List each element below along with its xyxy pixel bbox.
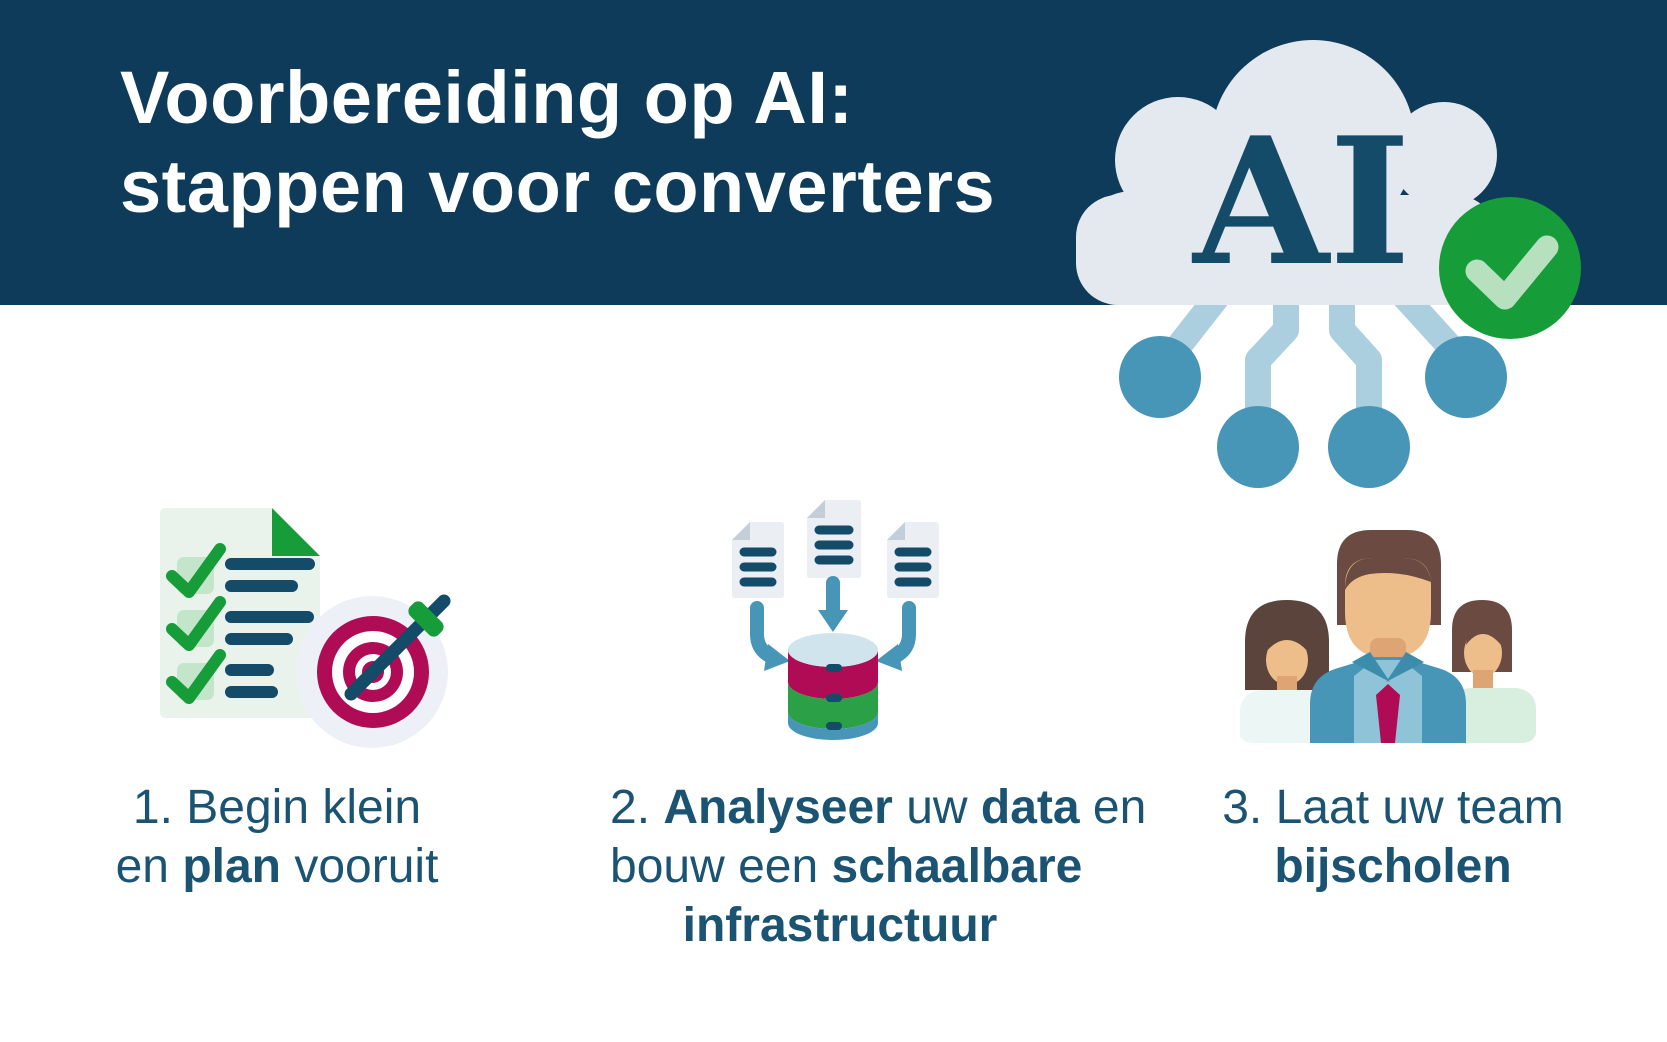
flow-arrowhead <box>764 644 790 671</box>
checkmark <box>166 596 226 651</box>
step-2-line-3: infrastructuur <box>610 896 1070 955</box>
caption-text-bold: schaalbare <box>831 840 1083 893</box>
paper-fold <box>272 508 320 556</box>
center-man-face <box>1345 558 1431 658</box>
center-man-fringe <box>1345 558 1431 590</box>
circuit-node <box>1425 336 1507 418</box>
center-man-collar <box>1386 652 1424 682</box>
cloud-bump <box>1391 102 1497 208</box>
cloud-bump <box>1115 97 1241 223</box>
check-badge-circle <box>1439 197 1581 339</box>
cloud-bump <box>1211 40 1415 244</box>
circuit-node <box>1217 406 1299 488</box>
step-2-line-2: bouw een schaalbare <box>610 837 1082 896</box>
database-dash <box>826 722 842 730</box>
right-man-fringe <box>1466 627 1501 645</box>
step-2-line-1: 2. Analyseer uw data en <box>610 778 1146 837</box>
document-fold <box>887 522 905 540</box>
checkmark <box>166 649 226 704</box>
flow-arrowhead <box>876 644 902 671</box>
cloud-body <box>1076 195 1497 305</box>
page-title-line1: Voorbereiding op AI: <box>120 56 854 139</box>
checklist-target-icon <box>160 508 451 748</box>
database-band-magenta <box>788 650 878 699</box>
caption-text-bold: data <box>980 781 1080 834</box>
step-3-caption: 3. Laat uw team bijscholen <box>1163 778 1623 896</box>
checkmark <box>1465 235 1559 310</box>
document-fold <box>807 500 825 518</box>
caption-text: vooruit <box>281 840 439 893</box>
document-lines <box>739 547 777 587</box>
team-icon <box>1240 530 1536 743</box>
caption-text: 1. Begin klein <box>132 781 422 834</box>
database-dash <box>826 694 842 702</box>
caption-text: 3. Laat uw team <box>1222 781 1564 834</box>
circuit-nodes-icon <box>1119 287 1507 488</box>
caption-text-bold: plan <box>182 840 281 893</box>
caption-text: 2. <box>610 781 664 834</box>
document-lines <box>894 547 932 587</box>
woman-face <box>1266 635 1308 685</box>
checkmark <box>166 543 226 598</box>
database-band-blue <box>788 712 878 740</box>
person-man-right <box>1448 600 1536 743</box>
step-3-line-2: bijscholen <box>1163 837 1623 896</box>
right-man-face <box>1464 629 1502 677</box>
woman-neck <box>1277 676 1297 694</box>
flow-arrowhead <box>818 610 848 632</box>
caption-text-bold: infrastructuur <box>682 899 998 952</box>
circuit-node <box>1328 406 1410 488</box>
caption-text: en <box>115 840 183 893</box>
center-man-tie <box>1376 684 1400 743</box>
page-title: Voorbereiding op AI: stappen voor conver… <box>120 53 995 231</box>
caption-text: en <box>1079 781 1147 834</box>
circuit-trace <box>1245 296 1299 420</box>
caption-text-bold: bijscholen <box>1274 840 1512 893</box>
step-3-line-1: 3. Laat uw team <box>1163 778 1623 837</box>
documents-database-icon <box>732 500 939 740</box>
circuit-trace <box>1329 296 1382 420</box>
caption-text: uw <box>892 781 981 834</box>
page-title-line2: stappen voor converters <box>120 145 996 228</box>
woman-fringe <box>1266 631 1308 652</box>
step-1-line-2: en plan vooruit <box>47 837 507 896</box>
person-man-center <box>1310 530 1466 743</box>
circuit-node <box>1119 336 1201 418</box>
step-1-line-1: 1. Begin klein <box>47 778 507 837</box>
step-1-caption: 1. Begin klein en plan vooruit <box>47 778 507 896</box>
check-badge-icon <box>1439 197 1581 339</box>
right-man-shirt <box>1448 688 1536 743</box>
document-lines <box>814 525 854 565</box>
database-dash <box>826 664 842 672</box>
document-fold <box>732 522 750 540</box>
database-band-green <box>788 682 878 729</box>
step-2-caption: 2. Analyseer uw data en bouw een schaalb… <box>610 778 1146 955</box>
database-top <box>788 633 878 667</box>
caption-text-bold: Analyseer <box>663 781 893 834</box>
arrow-fletching <box>408 601 444 637</box>
right-man-neck <box>1473 670 1493 688</box>
center-man-collar <box>1352 652 1390 682</box>
ai-label: AI <box>1191 100 1411 305</box>
ai-cloud-icon: AI <box>1076 40 1497 305</box>
caption-text: bouw een <box>610 840 832 893</box>
